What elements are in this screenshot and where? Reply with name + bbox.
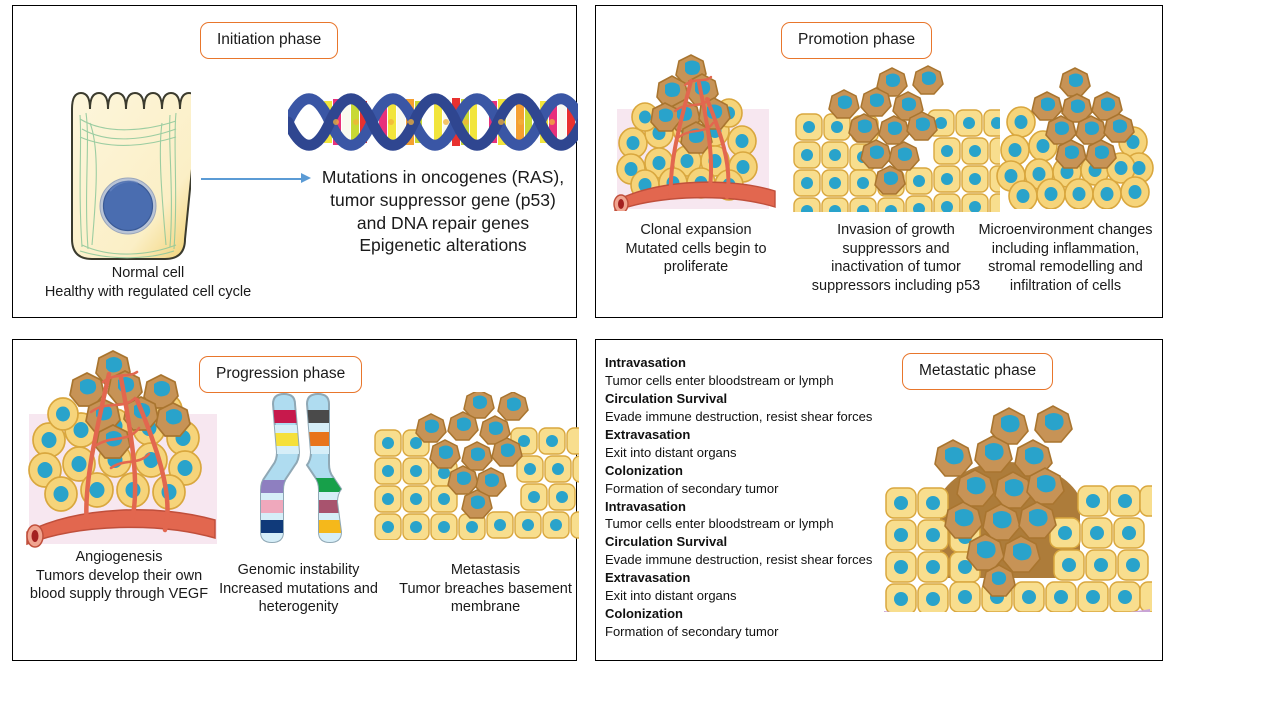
phase-label-metastatic: Metastatic phase	[902, 353, 1054, 390]
step-desc: Tumor cells enter bloodstream or lymph	[605, 516, 834, 532]
progression-caption-3: Metastasis Tumor breaches basement membr…	[399, 562, 572, 616]
list-item: Circulation Survival Evade immune destru…	[605, 390, 905, 426]
phase-label-progression: Progression phase	[199, 356, 363, 393]
chromosome-icon	[260, 392, 343, 544]
step-term: Colonization	[605, 462, 683, 478]
step-term: Intravasation	[605, 355, 686, 370]
epithelium-invasion-icon	[793, 65, 1000, 212]
promotion-caption-3: Microenvironment changes including infla…	[978, 222, 1153, 294]
panel-promotion-phase: Promotion phase	[595, 5, 1163, 318]
step-desc: Evade immune destruction, resist shear f…	[605, 552, 873, 568]
list-item: Extravasation Exit into distant organs	[605, 569, 905, 605]
progression-caption-1: Angiogenesis Tumors develop their own bl…	[29, 549, 209, 603]
list-item: Colonization Formation of secondary tumo…	[605, 462, 905, 498]
epithelium-breach-icon	[374, 392, 579, 540]
step-term: Intravasation	[605, 498, 686, 514]
phase-label-promotion: Promotion phase	[781, 22, 933, 59]
normal-epithelial-cell-icon	[71, 91, 191, 260]
list-item: Intravasation Tumor cells enter bloodstr…	[605, 354, 905, 390]
right-arrow-icon	[201, 178, 301, 181]
progression-caption-2: Genomic instability Increased mutations …	[219, 562, 378, 616]
tumor-mass-with-vessel-icon	[613, 54, 776, 211]
panel-initiation-phase: Initiation phase	[12, 5, 578, 318]
metastatic-steps-list: Intravasation Tumor cells enter bloodstr…	[605, 354, 905, 641]
step-term: Extravasation	[605, 426, 691, 442]
angiogenesis-tumor-vessel-icon	[26, 350, 217, 548]
panel-metastatic-phase: Metastatic phase Intravasation Tumor cel…	[595, 339, 1163, 661]
step-term: Circulation Survival	[605, 534, 728, 550]
step-desc: Formation of secondary tumor	[605, 480, 779, 496]
phase-label-initiation: Initiation phase	[200, 22, 339, 59]
step-desc: Formation of secondary tumor	[605, 624, 779, 640]
list-item: Extravasation Exit into distant organs	[605, 426, 905, 462]
panel-progression-phase: Progression phase	[12, 339, 579, 661]
epithelium-metastasis-icon	[884, 405, 1152, 612]
step-term: Colonization	[605, 606, 683, 622]
dna-double-helix-icon	[288, 93, 578, 151]
promotion-caption-1: Clonal expansion Mutated cells begin to …	[625, 222, 767, 276]
step-term: Circulation Survival	[605, 390, 728, 406]
tumor-cell-cluster-icon	[996, 67, 1154, 209]
list-item: Colonization Formation of secondary tumo…	[605, 605, 905, 641]
step-desc: Exit into distant organs	[605, 444, 737, 460]
step-desc: Exit into distant organs	[605, 588, 737, 604]
promotion-caption-2: Invasion of growth suppressors and inact…	[811, 222, 981, 294]
list-item: Intravasation Tumor cells enter bloodstr…	[605, 498, 905, 534]
right-arrow-head-icon	[301, 173, 311, 183]
list-item: Circulation Survival Evade immune destru…	[605, 533, 905, 569]
step-desc: Evade immune destruction, resist shear f…	[605, 408, 873, 424]
step-desc: Tumor cells enter bloodstream or lymph	[605, 372, 834, 388]
normal-cell-caption: Normal cell Healthy with regulated cell …	[44, 265, 252, 300]
step-term: Extravasation	[605, 570, 691, 586]
mutation-description-text: Mutations in oncogenes (RAS), tumor supp…	[321, 167, 565, 256]
